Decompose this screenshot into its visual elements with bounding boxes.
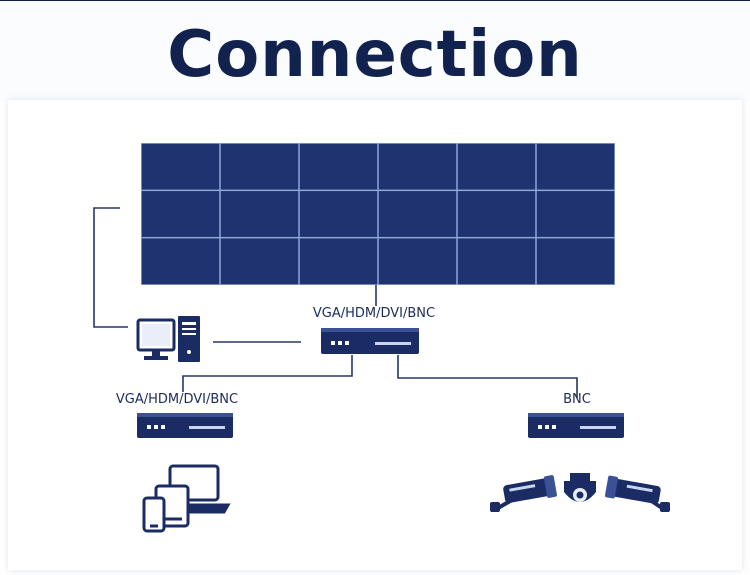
video-wall-screen — [299, 191, 378, 237]
right-device-label: BNC — [563, 392, 591, 407]
controller-device — [321, 328, 419, 354]
video-wall-screen — [457, 238, 536, 285]
left-device — [137, 413, 233, 438]
left-device-label: VGA/HDM/DVI/BNC — [116, 392, 238, 407]
video-wall-screen — [299, 143, 378, 190]
video-wall-screen — [141, 238, 220, 285]
video-wall-screen — [378, 191, 457, 237]
video-wall-screen — [141, 143, 220, 190]
video-wall-screen — [378, 143, 457, 190]
video-wall-screen — [220, 191, 299, 237]
video-wall-screen — [299, 238, 378, 285]
video-wall-screen — [220, 238, 299, 285]
video-wall-screen — [457, 143, 536, 190]
right-device — [528, 413, 624, 438]
video-wall — [141, 143, 615, 285]
video-wall-screen — [536, 143, 615, 190]
video-wall-frame — [141, 143, 615, 285]
line-wall-to-pc — [93, 207, 128, 328]
video-wall-screen — [457, 191, 536, 237]
controller-label: VGA/HDM/DVI/BNC — [313, 306, 435, 321]
video-wall-screen — [141, 191, 220, 237]
page-title: Connection — [167, 18, 583, 92]
video-wall-screen — [378, 238, 457, 285]
video-wall-screen — [536, 238, 615, 285]
line-controller-to-right-device — [397, 355, 578, 398]
video-wall-screen — [220, 143, 299, 190]
video-wall-screen — [536, 191, 615, 237]
computer-icon — [136, 316, 200, 362]
laptop-tablet-phone-icon — [142, 464, 231, 533]
connection-lines — [93, 207, 578, 398]
line-controller-to-left-device — [182, 355, 353, 392]
header-band — [0, 0, 750, 101]
cctv-cameras-icon — [490, 473, 670, 512]
